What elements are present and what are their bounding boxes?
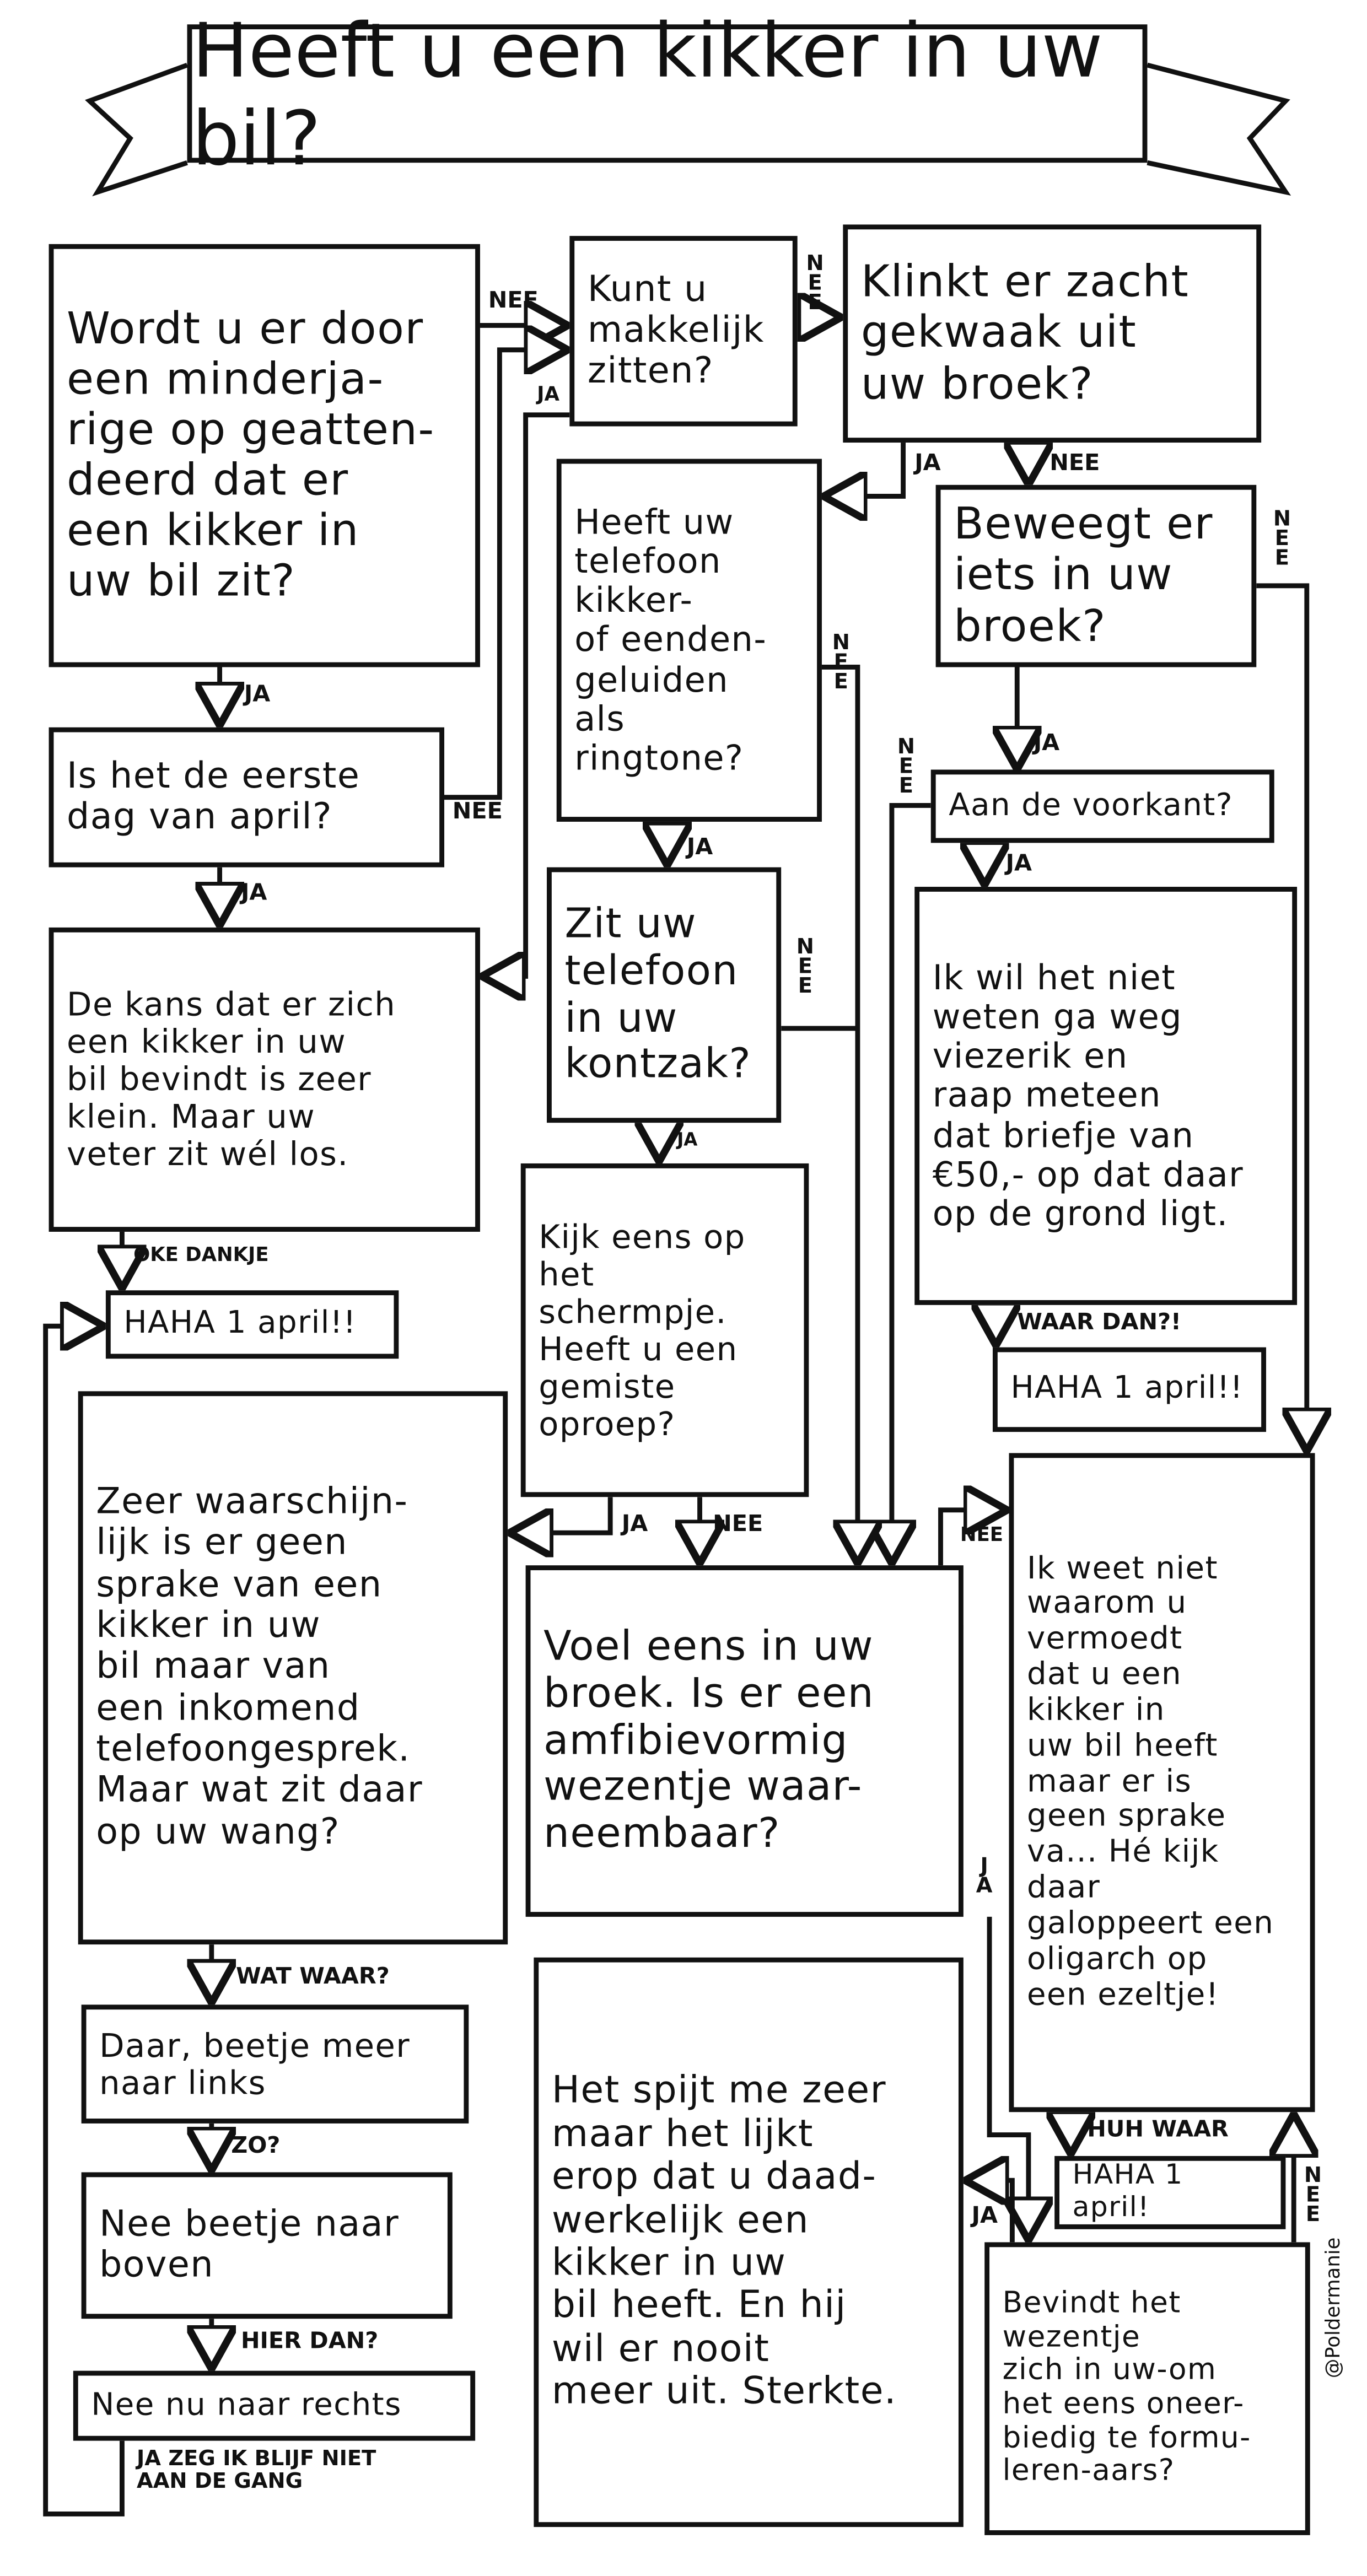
label-b2-ja: JA (537, 382, 559, 406)
label-b20-next: HIER DAN? (240, 2328, 379, 2355)
answer-haha-april-2: HAHA 1 april!! (992, 1347, 1266, 1432)
label-b22-next: JA ZEG IK BLIJF NIET AAN DE GANG (137, 2447, 376, 2495)
arrow-b21-b18 (970, 2180, 1015, 2243)
label-b17-next: ZO? (231, 2133, 281, 2159)
arrow-b12-b14 (514, 1497, 613, 1533)
question-croaking: Klinkt er zacht gekwaak uit uw broek? (843, 224, 1262, 443)
answer-haha-april-3: HAHA 1 april! (1054, 2155, 1286, 2229)
label-b12-nee: NEE (713, 1511, 763, 1538)
ribbon-right (1147, 62, 1291, 196)
question-front-side: Aan de voorkant? (930, 769, 1274, 843)
label-b14-next: WAT WAAR? (236, 1964, 390, 1990)
question-missed-call: Kijk eens op het schermpje. Heeft u een … (520, 1163, 809, 1497)
label-b4-nee: NEE (828, 631, 853, 690)
answer-up-a-bit: Nee beetje naar boven (81, 2172, 453, 2319)
label-b15-next: HUH WAAR (1087, 2117, 1229, 2143)
label-b3-ja: JA (914, 450, 941, 477)
question-movement: Beweegt er iets in uw broek? (935, 484, 1257, 667)
question-in-butt: Bevindt het wezentje zich in uw-om het e… (984, 2242, 1310, 2535)
arrow-b4-b16 (821, 665, 858, 1559)
answer-more-left: Daar, beetje meer naar links (81, 2004, 469, 2124)
label-b5-nee: NEE (1269, 508, 1295, 567)
arrow-b3-b4 (828, 443, 906, 496)
arrow-b5-b15 (1256, 583, 1307, 1447)
answer-real-frog: Het spijt me zeer maar het lijkt erop da… (534, 1957, 964, 2528)
label-b10-next: WAAR DAN?! (1017, 1309, 1181, 1336)
label-b21-ja: JA (971, 2203, 998, 2229)
label-b6-ja: JA (240, 880, 267, 907)
question-back-pocket: Zit uw telefoon in uw kontzak? (547, 867, 782, 1123)
label-b9-ja: JA (677, 1129, 698, 1151)
label-b1-nee: NEE (488, 288, 539, 314)
answer-go-away: Ik wil het niet weten ga weg viezerik en… (914, 887, 1298, 1305)
label-b1-ja: JA (244, 682, 271, 708)
ribbon-left (85, 62, 189, 197)
answer-shoelace: De kans dat er zich een kikker in uw bil… (49, 927, 480, 1232)
label-b2-nee: NEE (803, 252, 827, 311)
answer-phone-call: Zeer waarschijn- lijk is er geen sprake … (78, 1391, 508, 1945)
arrow-b6-b2 (444, 350, 563, 800)
arrow-loop-b11 (43, 1326, 125, 2516)
arrow-b16-b21 (987, 1916, 1029, 2236)
artist-signature: @Poldermanie (1321, 2237, 1344, 2379)
question-sit-easily: Kunt u makkelijk zitten? (569, 236, 798, 427)
question-ringtone: Heeft uw telefoon kikker- of eenden- gel… (556, 459, 822, 822)
arrow-b2-b8 (487, 412, 570, 977)
answer-oligarch: Ik weet niet waarom u vermoedt dat u een… (1009, 1453, 1315, 2112)
question-minor-notice: Wordt u er door een minderja- rige op ge… (49, 244, 480, 667)
label-b6-nee: NEE (452, 799, 503, 825)
label-b21-nee: NEE (1300, 2164, 1326, 2223)
label-b16-ja: JA (972, 1855, 997, 1894)
label-b3-nee: NEE (1050, 450, 1100, 477)
title-banner: Heeft u een kikker in uw bil? (187, 6, 1148, 181)
question-feel-pants: Voel eens in uw broek. Is er een amfibie… (525, 1565, 964, 1917)
label-b12-ja: JA (621, 1511, 648, 1538)
question-april-first: Is het de eerste dag van april? (49, 727, 445, 867)
answer-now-right: Nee nu naar rechts (73, 2370, 476, 2441)
label-b7-nee: NEE (894, 735, 919, 794)
label-b5-ja: JA (1033, 730, 1060, 757)
arrow-b7-b16 (892, 803, 931, 1559)
label-b7-ja: JA (1005, 851, 1032, 877)
label-b16-nee: NEE (960, 1523, 1003, 1546)
label-b4-ja: JA (686, 834, 713, 861)
label-b9-nee: NEE (793, 935, 817, 994)
answer-haha-april-1: HAHA 1 april!! (105, 1290, 399, 1359)
label-b8-next: OKE DANKJE (133, 1243, 269, 1266)
